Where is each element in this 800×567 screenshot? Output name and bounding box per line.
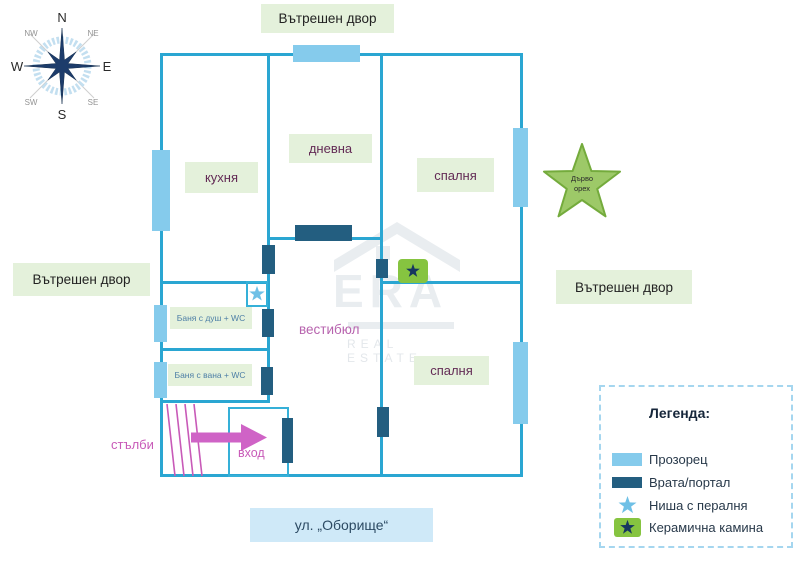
legend-row-door: Врата/портал xyxy=(601,471,791,493)
room-label-bath-tub: Баня с вана + WC xyxy=(168,364,252,386)
fireplace-legend-icon xyxy=(613,517,641,537)
street-label: ул. „Оборище“ xyxy=(250,508,433,542)
svg-text:NW: NW xyxy=(24,29,38,38)
stairs-label: стълби xyxy=(111,437,154,452)
window-bath-tub xyxy=(154,362,167,398)
svg-text:S: S xyxy=(58,107,67,122)
room-label-bedroom-bottom: спалня xyxy=(414,356,489,385)
legend-row-fireplace: Керамична камина xyxy=(601,516,791,538)
era-watermark-bar xyxy=(348,322,454,329)
window-swatch-icon xyxy=(612,452,642,466)
niche-box xyxy=(246,281,268,307)
courtyard-label-left: Вътрешен двор xyxy=(13,263,150,296)
legend-panel: Легенда: Прозорец Врата/портал Ниша с пе… xyxy=(599,385,793,548)
wall-bedroom-divider xyxy=(380,281,523,284)
era-house-watermark-icon xyxy=(334,222,460,272)
window-bath-shower xyxy=(154,305,167,342)
legend-label-window: Прозорец xyxy=(649,451,708,467)
door-living-portal xyxy=(295,225,352,241)
svg-text:W: W xyxy=(11,59,24,74)
wall-kitchen-bath xyxy=(267,53,270,400)
room-label-kitchen: кухня xyxy=(185,162,258,193)
wall-bath-bottom xyxy=(160,400,270,403)
entrance-label: вход xyxy=(238,446,265,460)
room-label-bedroom-top: спалня xyxy=(417,158,494,192)
fireplace-marker xyxy=(398,259,428,283)
svg-text:SW: SW xyxy=(25,98,38,107)
room-label-vestibule: вестибюл xyxy=(299,322,360,337)
tree-label-line2: орех xyxy=(574,184,590,193)
door-entrance xyxy=(282,418,293,463)
door-bedroom-top xyxy=(376,259,388,278)
wall-bath-middle xyxy=(160,348,270,351)
door-bath-shower xyxy=(262,309,274,337)
window-bedroom-bottom xyxy=(513,342,528,424)
compass-rose-icon: N S E W NW NE SW SE xyxy=(11,10,112,122)
courtyard-label-right: Вътрешен двор xyxy=(556,270,692,304)
svg-text:NE: NE xyxy=(87,29,98,38)
svg-text:SE: SE xyxy=(88,98,99,107)
niche-star-legend-icon xyxy=(618,495,636,513)
door-kitchen xyxy=(262,245,275,274)
room-label-bath-shower: Баня с душ + WC xyxy=(170,307,252,329)
wall-bath-top xyxy=(160,281,270,284)
fireplace-star-icon xyxy=(406,263,420,277)
legend-row-niche: Ниша с пералня xyxy=(601,494,791,516)
walnut-tree-icon: Дърво орех xyxy=(542,143,622,218)
tree-label-line1: Дърво xyxy=(571,174,593,183)
legend-label-fireplace: Керамична камина xyxy=(649,519,764,535)
legend-label-niche: Ниша с пералня xyxy=(649,497,748,513)
washing-niche-star-icon xyxy=(249,285,265,301)
door-bath-tub xyxy=(261,367,273,395)
courtyard-label-top: Вътрешен двор xyxy=(261,4,394,33)
legend-label-door: Врата/портал xyxy=(649,474,731,490)
window-living xyxy=(293,45,360,62)
door-swatch-icon xyxy=(612,476,642,488)
window-kitchen xyxy=(152,150,170,231)
entrance-arrow-icon xyxy=(191,424,267,451)
legend-title: Легенда: xyxy=(649,405,711,421)
legend-row-window: Прозорец xyxy=(601,448,791,470)
window-bedroom-top xyxy=(513,128,528,207)
apartment-outer-wall xyxy=(160,53,523,477)
svg-text:E: E xyxy=(103,59,112,74)
room-label-living: дневна xyxy=(289,134,372,163)
svg-text:N: N xyxy=(57,10,66,25)
door-bedroom-bottom xyxy=(377,407,389,437)
